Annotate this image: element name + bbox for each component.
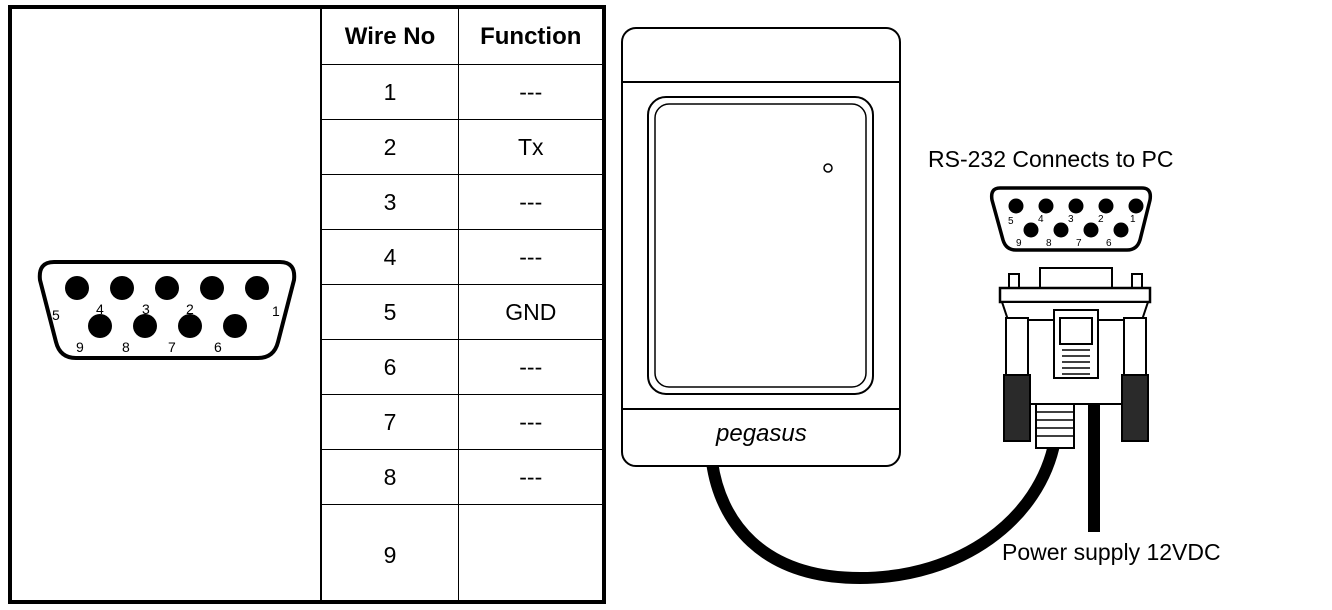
pin-8-dot xyxy=(133,314,157,338)
db9-plug-icon xyxy=(998,267,1152,449)
db9-connector-small-icon: 5 4 3 2 1 9 8 7 6 xyxy=(989,186,1153,252)
brand-logo: pegasus xyxy=(716,420,807,447)
wire-no-cell: 3 xyxy=(321,174,459,230)
db9-connector-cell: 5 4 3 2 1 9 8 7 6 xyxy=(12,9,321,600)
table-row: 6 --- xyxy=(321,339,602,395)
pin-4-dot xyxy=(110,276,134,300)
table-header-row: Wire No Function xyxy=(321,9,602,65)
pin-1-dot xyxy=(245,276,269,300)
function-cell: GND xyxy=(458,284,602,340)
pin-label: 4 xyxy=(96,301,104,317)
wire-no-cell: 7 xyxy=(321,394,459,450)
pin-label: 5 xyxy=(1008,216,1014,227)
pin-label: 8 xyxy=(1046,238,1052,249)
pin-label: 9 xyxy=(1016,238,1022,249)
table-row: 1 --- xyxy=(321,64,602,120)
function-cell: --- xyxy=(458,449,602,505)
table-row: 3 --- xyxy=(321,174,602,230)
table-row: 9 xyxy=(321,504,602,600)
function-cell: --- xyxy=(458,394,602,450)
function-cell: --- xyxy=(458,64,602,120)
pin-label: 2 xyxy=(186,301,194,317)
table-row: 4 --- xyxy=(321,229,602,285)
wire-no-cell: 9 xyxy=(321,504,459,600)
wire-no-cell: 4 xyxy=(321,229,459,285)
pinout-table-frame: 5 4 3 2 1 9 8 7 6 Wire No Function 1 ---… xyxy=(8,5,606,604)
function-cell: --- xyxy=(458,339,602,395)
pin-label: 6 xyxy=(1106,238,1112,249)
table-row: 7 --- xyxy=(321,394,602,450)
function-cell: --- xyxy=(458,229,602,285)
pin-label: 6 xyxy=(214,339,222,355)
wire-no-cell: 2 xyxy=(321,119,459,175)
pinout-table: Wire No Function 1 --- 2 Tx 3 --- 4 --- … xyxy=(321,9,602,600)
table-row: 8 --- xyxy=(321,449,602,505)
pin-label: 1 xyxy=(272,303,280,319)
function-cell xyxy=(458,504,602,600)
pin-label: 5 xyxy=(52,307,60,323)
pin-label: 2 xyxy=(1098,214,1104,225)
pin-3-dot xyxy=(155,276,179,300)
pin-label: 8 xyxy=(122,339,130,355)
wire-no-cell: 1 xyxy=(321,64,459,120)
serial-cable xyxy=(706,434,1061,585)
wire-no-cell: 5 xyxy=(321,284,459,340)
function-cell: --- xyxy=(458,174,602,230)
pin-label: 7 xyxy=(168,339,176,355)
reader-connection-illustration: 5 4 3 2 1 9 8 7 6 xyxy=(621,27,1153,585)
pin-label: 1 xyxy=(1130,214,1136,225)
pin-6-dot xyxy=(223,314,247,338)
db9-connector-large-icon: 5 4 3 2 1 9 8 7 6 xyxy=(37,260,297,360)
function-cell: Tx xyxy=(458,119,602,175)
rs232-label: RS-232 Connects to PC xyxy=(928,146,1174,172)
pin-label: 9 xyxy=(76,339,84,355)
card-reader xyxy=(621,27,901,467)
pin-label: 3 xyxy=(142,301,150,317)
power-supply-label: Power supply 12VDC xyxy=(1002,539,1221,565)
wire-no-cell: 8 xyxy=(321,449,459,505)
pin-5-dot xyxy=(65,276,89,300)
wire-no-cell: 6 xyxy=(321,339,459,395)
pin-9-dot xyxy=(88,314,112,338)
table-row: 5 GND xyxy=(321,284,602,340)
pin-label: 7 xyxy=(1076,238,1082,249)
led-indicator-icon xyxy=(823,163,833,173)
pin-7-dot xyxy=(178,314,202,338)
column-header-wire-no: Wire No xyxy=(321,9,459,65)
pin-label: 4 xyxy=(1038,214,1044,225)
table-row: 2 Tx xyxy=(321,119,602,175)
pin-label: 3 xyxy=(1068,214,1074,225)
pin-2-dot xyxy=(200,276,224,300)
column-header-function: Function xyxy=(458,9,602,65)
